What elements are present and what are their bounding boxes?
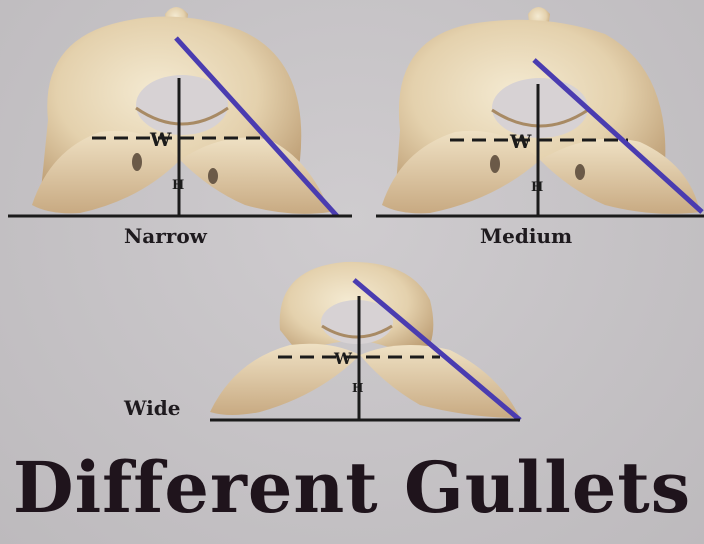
narrow-right-wing — [180, 138, 330, 214]
medium-gullet: W H — [376, 7, 704, 216]
wide-height-marker: H — [352, 381, 363, 395]
narrow-gullet: W H — [8, 7, 352, 216]
medium-right-wing — [540, 139, 700, 214]
label-narrow: Narrow — [124, 224, 207, 248]
label-wide: Wide — [124, 396, 180, 420]
wide-gullet: W H — [210, 262, 520, 420]
narrow-height-marker: H — [172, 178, 184, 193]
label-medium: Medium — [480, 224, 572, 248]
narrow-gullet-opening — [136, 75, 228, 135]
narrow-width-marker: W — [149, 129, 172, 151]
medium-gullet-opening — [492, 78, 588, 138]
medium-width-marker: W — [509, 131, 532, 153]
page-title: Different Gullets — [0, 446, 704, 529]
wide-width-marker: W — [333, 349, 353, 368]
medium-height-marker: H — [531, 180, 543, 195]
